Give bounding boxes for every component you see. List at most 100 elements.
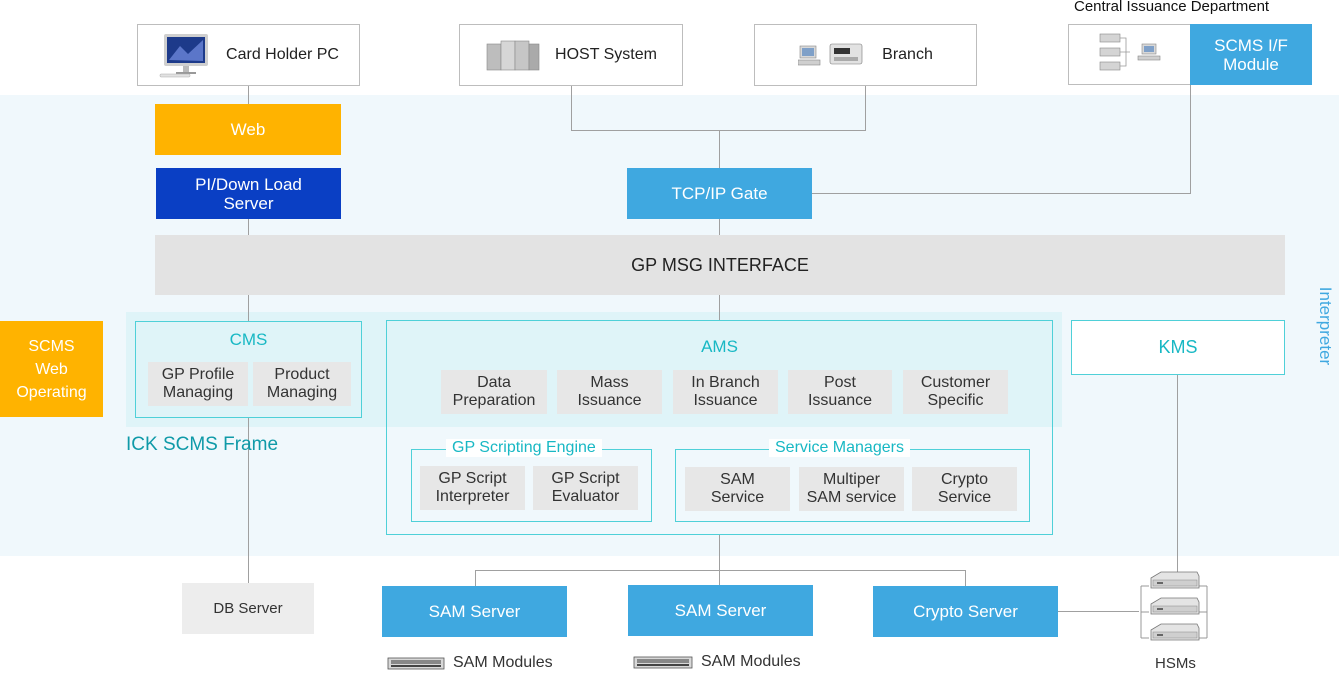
connector	[1057, 611, 1139, 612]
connector	[719, 219, 720, 235]
ams-item-line: Customer	[920, 374, 991, 391]
connector	[248, 86, 249, 104]
ick-scms-frame-label: ICK SCMS Frame	[126, 434, 279, 455]
imac-icon	[158, 32, 212, 78]
scms-web-operating-line2: Web	[35, 360, 68, 378]
connector	[475, 570, 966, 571]
download-server-line2: Server	[223, 193, 274, 213]
scms-if-module-line2: Module	[1223, 54, 1279, 74]
ams-item-data-preparation: Data Preparation	[441, 370, 547, 414]
connector	[571, 130, 866, 131]
ams-item-line: Issuance	[807, 392, 873, 409]
sam-server-2-box: SAM Server	[628, 585, 813, 636]
crypto-service: Crypto Service	[912, 467, 1017, 511]
scms-web-operating-line3: Operating	[16, 383, 87, 401]
web-label: Web	[230, 119, 266, 139]
crypto-server-box: Crypto Server	[873, 586, 1058, 637]
connector	[719, 535, 720, 586]
service-line: SAM	[720, 471, 755, 488]
ams-item-in-branch-issuance: In Branch Issuance	[673, 370, 778, 414]
sam-server-1-box: SAM Server	[382, 586, 567, 637]
gp-scripting-engine-box: GP Scripting Engine GP Script Interprete…	[411, 439, 652, 522]
sam-server-2-label: SAM Server	[674, 600, 767, 620]
sam-modules-1-label: SAM Modules	[453, 654, 553, 671]
gp-msg-interface-bar: GP MSG INTERFACE	[155, 235, 1285, 295]
service-line: Multiper	[823, 471, 880, 488]
interpreter-label: Interpreter	[1310, 270, 1339, 382]
connector	[865, 85, 866, 131]
connector	[811, 193, 1191, 194]
ams-item-line: Mass	[590, 374, 629, 391]
service-managers-title: Service Managers	[769, 439, 910, 457]
scms-if-module-line1: SCMS I/F	[1214, 35, 1288, 55]
connector	[248, 418, 249, 583]
ams-item-post-issuance: Post Issuance	[788, 370, 892, 414]
ams-item-line: Post	[823, 374, 856, 391]
connector	[475, 570, 476, 586]
connector	[248, 295, 249, 321]
gp-script-line: GP Script	[551, 470, 620, 487]
connector	[1177, 374, 1178, 572]
ams-item-line: Preparation	[452, 392, 536, 409]
download-server-box: PI/Down Load Server	[156, 168, 341, 219]
sam-server-1-label: SAM Server	[428, 601, 521, 621]
connector	[965, 570, 966, 586]
db-server-box: DB Server	[182, 583, 314, 634]
cms-item-product-managing: Product Managing	[253, 362, 351, 406]
gp-script-evaluator: GP Script Evaluator	[533, 466, 638, 510]
connector	[1190, 85, 1191, 194]
server-rack-icon	[485, 38, 541, 72]
cms-box: CMS GP Profile Managing Product Managing	[135, 321, 362, 418]
hsm-stack-icon	[1137, 568, 1211, 650]
scms-web-operating-line1: SCMS	[28, 337, 75, 355]
ams-title: AMS	[701, 337, 738, 356]
ams-item-customer-specific: Customer Specific	[903, 370, 1008, 414]
ams-item-line: Issuance	[693, 392, 758, 409]
gp-msg-interface-label: GP MSG INTERFACE	[631, 254, 809, 275]
sam-module-icon	[633, 654, 693, 670]
ams-box: AMS Data Preparation Mass Issuance In Br…	[386, 320, 1053, 535]
gp-script-line: Evaluator	[551, 488, 620, 505]
sam-modules-2: SAM Modules	[633, 653, 801, 671]
web-box: Web	[155, 104, 341, 155]
branch-terminal-icon	[798, 42, 864, 68]
ams-item-line: Data	[477, 374, 511, 391]
scms-web-operating-box: SCMS Web Operating	[0, 321, 103, 417]
ams-item-line: Issuance	[577, 392, 642, 409]
gp-script-line: GP Script	[438, 470, 507, 487]
cms-item-line: GP Profile	[161, 366, 235, 383]
ams-item-mass-issuance: Mass Issuance	[557, 370, 662, 414]
cms-title: CMS	[229, 330, 268, 349]
ams-item-line: Specific	[927, 392, 984, 409]
cms-item-line: Managing	[162, 384, 234, 401]
cms-item-gp-profile-managing: GP Profile Managing	[148, 362, 248, 406]
gp-script-line: Interpreter	[435, 488, 510, 505]
connector	[719, 295, 720, 321]
scms-if-module-box: SCMS I/F Module	[1190, 24, 1312, 85]
host-system-label: HOST System	[555, 46, 657, 63]
card-holder-pc-box: Card Holder PC	[137, 24, 360, 86]
gp-script-interpreter: GP Script Interpreter	[420, 466, 525, 510]
interpreter-text: Interpreter	[1316, 286, 1335, 366]
cms-item-line: Managing	[266, 384, 338, 401]
service-line: Service	[710, 489, 765, 506]
cms-item-line: Product	[274, 366, 330, 383]
sam-modules-2-label: SAM Modules	[701, 653, 801, 670]
ams-item-line: In Branch	[691, 374, 760, 391]
connector	[719, 130, 720, 168]
multiper-sam-service: Multiper SAM service	[799, 467, 904, 511]
service-line: SAM service	[806, 489, 897, 506]
hsms-label: HSMs	[1155, 655, 1196, 672]
central-issuance-box	[1068, 24, 1191, 85]
service-managers-box: Service Managers SAM Service Multiper SA…	[675, 439, 1030, 522]
kms-label: KMS	[1158, 337, 1198, 357]
sam-modules-1: SAM Modules	[387, 654, 553, 672]
sam-service: SAM Service	[685, 467, 790, 511]
download-server-line1: PI/Down Load	[195, 174, 302, 194]
db-server-label: DB Server	[213, 600, 283, 617]
branch-label: Branch	[882, 46, 933, 63]
service-line: Crypto	[940, 471, 989, 488]
tcp-ip-gate-box: TCP/IP Gate	[627, 168, 812, 219]
central-terminals-icon	[1096, 32, 1164, 77]
service-line: Service	[937, 489, 992, 506]
